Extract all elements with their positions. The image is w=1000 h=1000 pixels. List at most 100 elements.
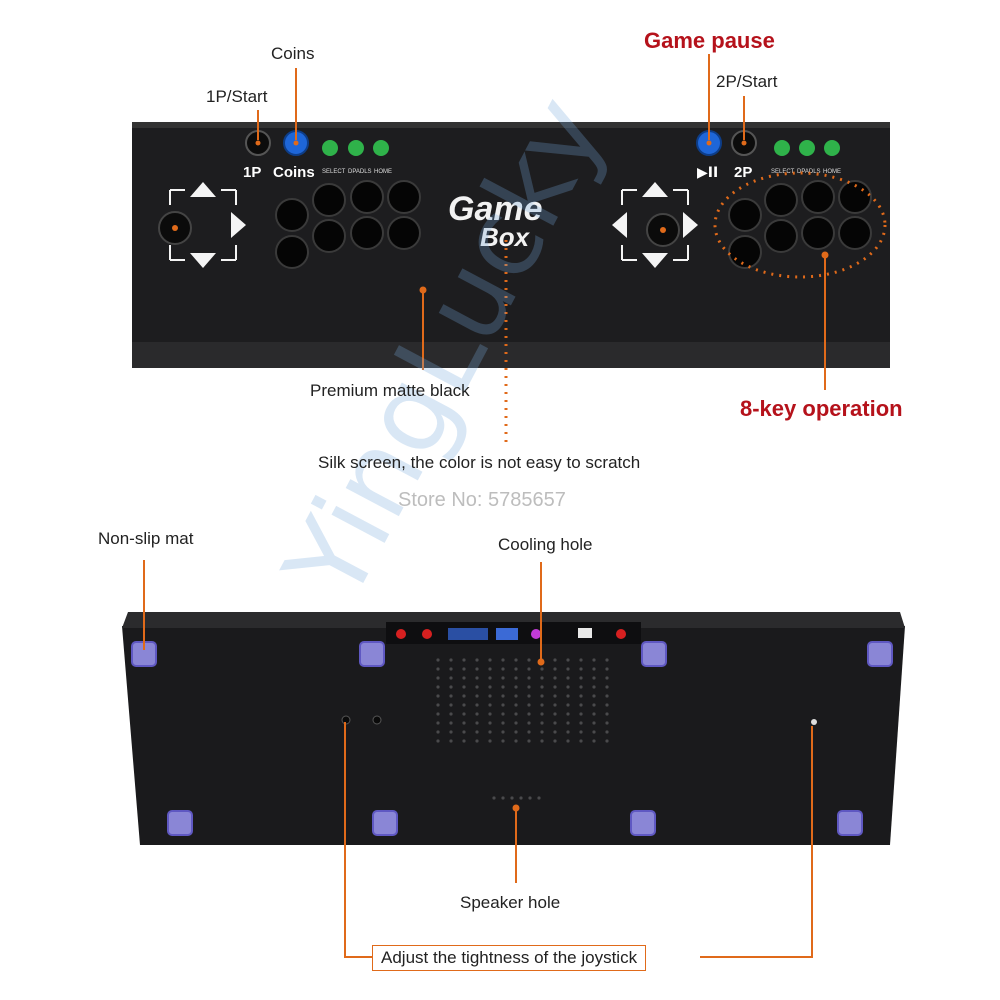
cooling-hole	[449, 739, 453, 743]
cooling-hole	[592, 721, 596, 725]
panel-dpadls-text-left: DPADLS	[348, 169, 372, 175]
left-joystick[interactable]	[158, 211, 192, 245]
cooling-hole	[475, 694, 479, 698]
cooling-hole	[501, 685, 505, 689]
cooling-hole	[605, 712, 609, 716]
speaker-hole	[492, 796, 496, 800]
cooling-hole	[527, 658, 531, 662]
cooling-hole	[462, 712, 466, 716]
eight-key-highlight	[713, 171, 887, 279]
cooling-hole	[462, 685, 466, 689]
panel-home-text-right: HOME	[823, 169, 841, 175]
speaker-hole	[528, 796, 532, 800]
cooling-hole	[579, 712, 583, 716]
cooling-hole	[449, 712, 453, 716]
cooling-hole	[488, 703, 492, 707]
cooling-hole	[449, 658, 453, 662]
cooling-hole	[462, 694, 466, 698]
cooling-hole	[540, 721, 544, 725]
cooling-hole	[488, 667, 492, 671]
cooling-hole	[527, 712, 531, 716]
cooling-hole	[488, 721, 492, 725]
cooling-hole	[605, 730, 609, 734]
cooling-hole	[436, 676, 440, 680]
coins-button[interactable]	[283, 130, 309, 156]
cooling-hole	[514, 658, 518, 662]
cooling-hole	[566, 730, 570, 734]
cooling-hole	[566, 685, 570, 689]
joystick-adjust-hole-right	[811, 719, 817, 725]
label-premium-matte: Premium matte black	[310, 381, 470, 400]
cooling-hole	[553, 685, 557, 689]
cooling-hole	[501, 712, 505, 716]
cooling-hole	[579, 694, 583, 698]
label-store-number: Store No: 5785657	[398, 489, 566, 511]
speaker-hole	[501, 796, 505, 800]
p1-action-buttons[interactable]	[275, 180, 421, 269]
cooling-hole	[553, 739, 557, 743]
cooling-hole	[592, 703, 596, 707]
cooling-hole	[553, 667, 557, 671]
cooling-hole	[605, 667, 609, 671]
label-cooling-hole: Cooling hole	[498, 535, 593, 554]
cooling-hole	[605, 703, 609, 707]
cooling-hole	[475, 721, 479, 725]
cooling-hole	[527, 676, 531, 680]
right-joystick[interactable]	[646, 213, 680, 247]
p2-function-buttons[interactable]	[774, 140, 840, 156]
cooling-hole	[592, 667, 596, 671]
cooling-hole	[462, 658, 466, 662]
cooling-hole	[527, 730, 531, 734]
cooling-hole	[579, 667, 583, 671]
cooling-hole	[514, 721, 518, 725]
cooling-hole	[436, 703, 440, 707]
cooling-hole	[449, 667, 453, 671]
cooling-hole	[553, 694, 557, 698]
logo-game-text: Game	[448, 190, 543, 228]
leader-lines-bottom	[143, 560, 813, 958]
leader-lines-top	[257, 54, 829, 390]
cooling-hole	[462, 676, 466, 680]
cooling-hole	[488, 712, 492, 716]
cooling-hole	[540, 694, 544, 698]
cooling-hole	[514, 676, 518, 680]
cooling-hole	[553, 676, 557, 680]
cooling-hole	[605, 685, 609, 689]
panel-home-text-left: HOME	[374, 169, 392, 175]
cooling-hole	[462, 721, 466, 725]
cooling-hole	[540, 712, 544, 716]
cooling-hole	[579, 703, 583, 707]
logo-box-text: Box	[480, 222, 531, 252]
cooling-hole	[501, 739, 505, 743]
cooling-hole	[475, 658, 479, 662]
cooling-hole	[475, 685, 479, 689]
cooling-hole	[605, 658, 609, 662]
p1-function-buttons[interactable]	[322, 140, 389, 156]
p2-action-buttons[interactable]	[728, 180, 872, 269]
cooling-hole	[462, 739, 466, 743]
cooling-hole	[449, 703, 453, 707]
cooling-hole	[566, 676, 570, 680]
label-adjust-joystick: Adjust the tightness of the joystick	[372, 945, 647, 971]
panel-2p-text: 2P	[734, 164, 752, 181]
speaker-hole	[537, 796, 541, 800]
joystick-adjust-hole-left-2	[372, 715, 382, 725]
cooling-hole	[514, 712, 518, 716]
panel-1p-text: 1P	[243, 164, 261, 181]
cooling-hole	[592, 676, 596, 680]
cooling-hole	[462, 703, 466, 707]
cooling-hole	[436, 685, 440, 689]
cooling-hole	[527, 685, 531, 689]
cooling-hole	[579, 676, 583, 680]
cooling-hole	[501, 658, 505, 662]
cooling-hole-grid	[436, 658, 609, 743]
cooling-hole	[553, 730, 557, 734]
cooling-hole	[514, 685, 518, 689]
cooling-hole	[579, 730, 583, 734]
cooling-hole	[436, 739, 440, 743]
cooling-hole	[501, 703, 505, 707]
panel-pause-symbol: ▶II	[697, 165, 718, 181]
cooling-hole	[475, 667, 479, 671]
cooling-hole	[579, 721, 583, 725]
cooling-hole	[514, 739, 518, 743]
